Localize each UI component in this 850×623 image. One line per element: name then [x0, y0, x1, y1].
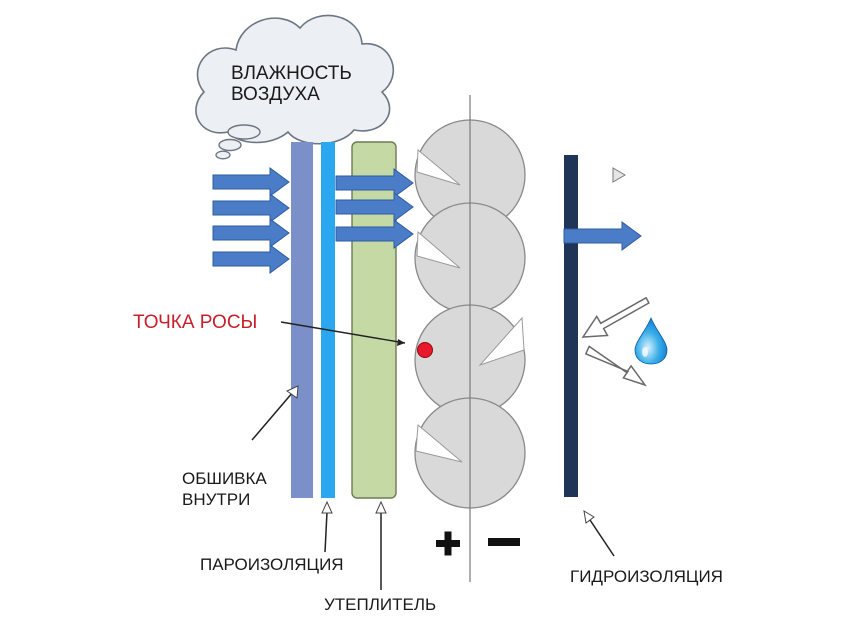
arrow-down-right-icon — [584, 345, 647, 387]
waterproofing-layer — [564, 155, 578, 497]
insulation-label: УТЕПЛИТЕЛЬ — [324, 595, 436, 614]
water-drop-icon — [634, 316, 668, 365]
arrow-right-icon — [212, 167, 290, 197]
vapor-barrier-pointer — [324, 511, 328, 553]
dew-point-pointer — [280, 321, 406, 344]
play-marker-icon — [612, 167, 626, 183]
waterproofing-pointer-head — [583, 510, 595, 524]
waterproofing-pointer — [589, 519, 615, 557]
log-crack — [478, 316, 525, 367]
log-crack — [415, 423, 463, 463]
arrow-right-icon — [563, 221, 642, 251]
arrow-right-icon — [212, 244, 290, 274]
arrow-down-left-icon — [581, 296, 650, 338]
log-wall — [414, 119, 526, 509]
arrow-right-icon — [212, 218, 290, 248]
insulation-pointer-head — [375, 500, 387, 514]
arrow-right-icon — [212, 193, 290, 223]
cloud-icon — [195, 14, 394, 160]
inner-cladding-layer — [291, 142, 313, 498]
minus-sign — [488, 538, 520, 546]
log-crack — [416, 148, 461, 186]
cladding-label-line1: ОБШИВКА — [182, 469, 267, 488]
arrow-right-icon — [335, 192, 414, 222]
reflection-arrows — [581, 296, 650, 387]
waterproofing-label: ГИДРОИЗОЛЯЦИЯ — [570, 567, 723, 586]
vapor-barrier-label: ПАРОИЗОЛЯЦИЯ — [200, 555, 344, 574]
insulation-layer — [351, 141, 397, 499]
cladding-pointer-head — [285, 385, 299, 399]
vapor-barrier-layer — [321, 142, 335, 498]
plus-sign — [436, 531, 460, 556]
log-crack — [416, 230, 461, 269]
moisture-arrows-left — [212, 167, 290, 274]
vapor-barrier-pointer-head — [321, 500, 333, 514]
moisture-arrows-middle — [335, 168, 414, 249]
arrow-right-icon — [335, 168, 414, 198]
dew-point-label: ТОЧКА РОСЫ — [133, 312, 257, 333]
dew-point-pointer-head — [397, 339, 405, 346]
cloud-label-line1: ВЛАЖНОСТЬ — [231, 63, 352, 84]
cloud-label-line2: ВОЗДУХА — [231, 84, 320, 105]
arrow-right-icon — [335, 219, 414, 249]
cladding-label-line2: ВНУТРИ — [182, 490, 250, 509]
water-drop-highlight — [642, 347, 648, 357]
cladding-pointer — [251, 391, 294, 441]
dew-point-dot — [417, 342, 433, 358]
